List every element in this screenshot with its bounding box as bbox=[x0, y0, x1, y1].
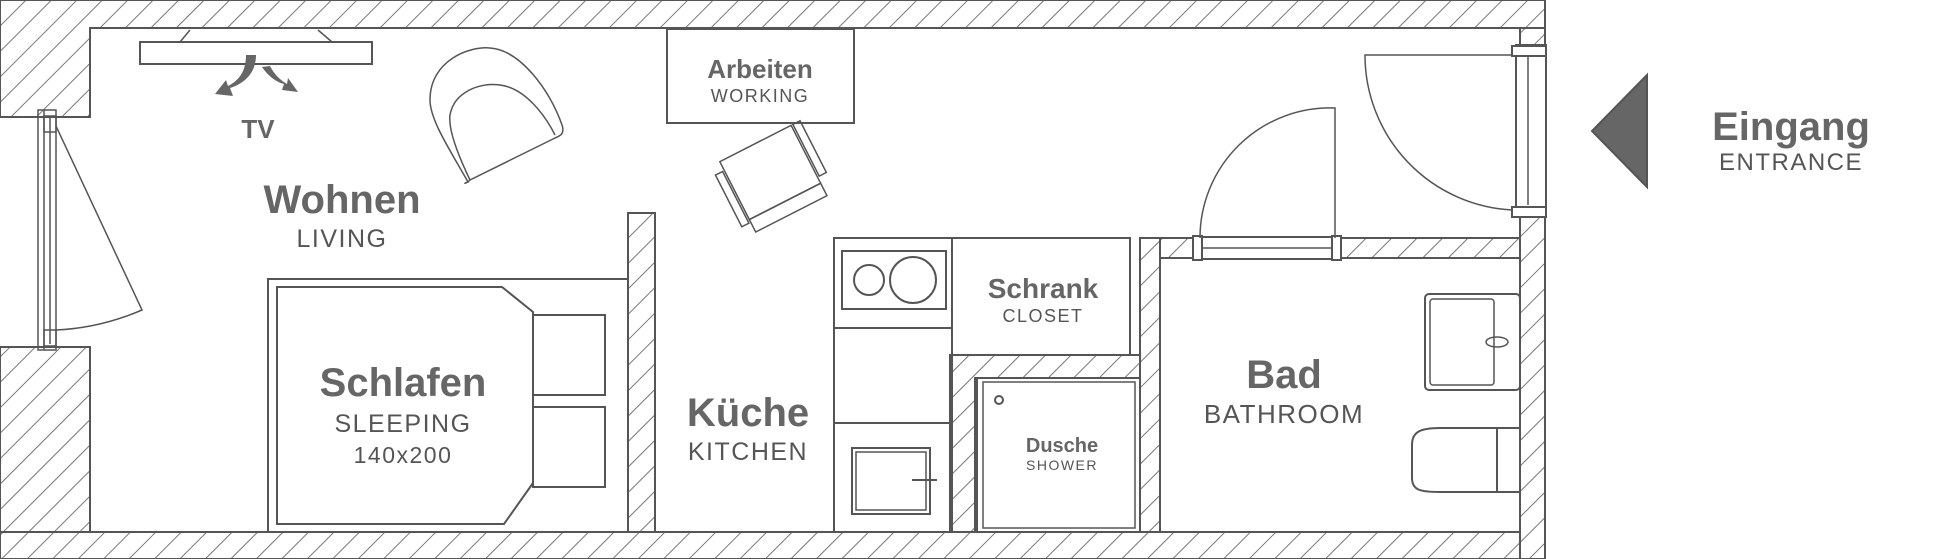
arrow-left-triangle-icon bbox=[1590, 72, 1648, 190]
outer-walls bbox=[0, 0, 1546, 559]
tv-view-arrows-icon bbox=[215, 55, 298, 96]
desk bbox=[666, 28, 855, 124]
kitchen-subtitle: KITCHEN bbox=[688, 438, 808, 466]
bathroom-title: Bad bbox=[1246, 353, 1322, 397]
pillow-top bbox=[532, 314, 606, 396]
entrance-subtitle: ENTRANCE bbox=[1719, 149, 1863, 176]
bed bbox=[267, 278, 629, 533]
partition-kitchen-left bbox=[627, 212, 656, 533]
window-left bbox=[37, 109, 144, 351]
bed-size: 140x200 bbox=[354, 442, 453, 468]
burner-small bbox=[853, 264, 885, 296]
kitchen-title: Küche bbox=[687, 391, 809, 435]
sleeping-title: Schlafen bbox=[320, 361, 487, 405]
entrance-title: Eingang bbox=[1712, 105, 1870, 149]
shower-drain bbox=[994, 395, 1004, 405]
entrance-door bbox=[1364, 44, 1547, 218]
closet-box bbox=[951, 237, 1131, 356]
shower-title: Dusche bbox=[1026, 435, 1098, 457]
sleeping-subtitle: SLEEPING bbox=[334, 410, 471, 438]
bathroom-subtitle: BATHROOM bbox=[1204, 399, 1364, 429]
faucet bbox=[1485, 336, 1509, 348]
closet-title: Schrank bbox=[988, 273, 1099, 304]
tv-unit bbox=[139, 29, 373, 96]
working-title: Arbeiten bbox=[707, 54, 812, 84]
desk-chair bbox=[714, 119, 828, 234]
working-subtitle: WORKING bbox=[711, 86, 810, 106]
tv-label: TV bbox=[241, 114, 275, 144]
living-subtitle: LIVING bbox=[297, 225, 388, 253]
closet-subtitle: CLOSET bbox=[1002, 306, 1083, 326]
shower-tray bbox=[976, 377, 1141, 533]
living-title: Wohnen bbox=[263, 178, 420, 222]
partition-closet-bath bbox=[1139, 237, 1161, 533]
shower-subtitle: SHOWER bbox=[1026, 457, 1098, 473]
armchair bbox=[429, 47, 564, 185]
pillow-bottom bbox=[532, 406, 606, 488]
cooktop bbox=[841, 250, 947, 310]
partition-bathroom-top bbox=[1139, 107, 1521, 261]
burner-large bbox=[889, 256, 937, 304]
kitchen-counter bbox=[833, 237, 953, 533]
toilet bbox=[1411, 427, 1521, 493]
washbasin bbox=[1424, 293, 1521, 391]
